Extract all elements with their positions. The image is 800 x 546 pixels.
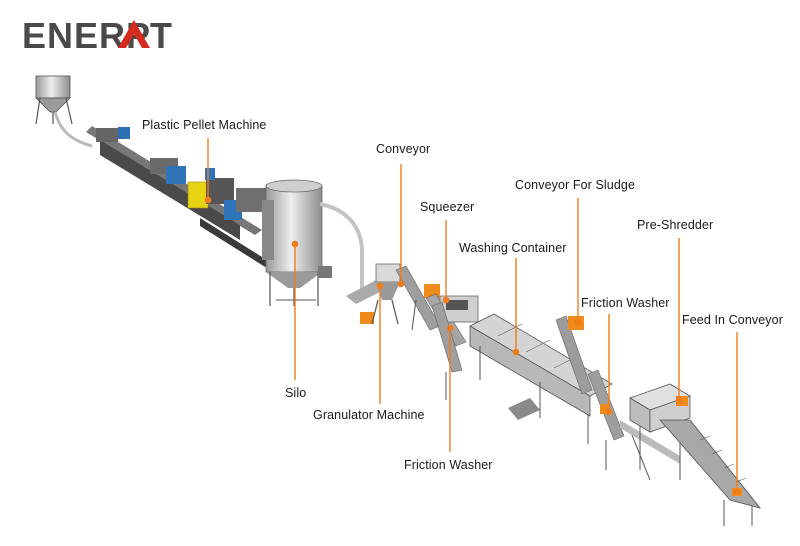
enerpat-logo: ENERP T [22,15,172,56]
label-friction-washer-top: Friction Washer [581,296,670,310]
logo-accent-a [118,20,150,48]
friction-washer-right [587,369,680,481]
granulator [346,263,401,325]
label-conveyor: Conveyor [376,142,431,156]
pre-shredder [629,383,691,480]
pellet-machine-line [86,126,270,270]
pellet-silo [35,75,93,148]
main-silo [262,179,364,306]
feed-in-conveyor [659,419,762,526]
label-silo: Silo [285,386,307,400]
friction-washer-mid [431,301,463,400]
label-granulator-machine: Granulator Machine [313,408,425,422]
label-conveyor-for-sludge: Conveyor For Sludge [515,178,636,192]
label-pre-shredder: Pre-Shredder [637,218,714,232]
label-feed-in-conveyor: Feed In Conveyor [682,313,783,327]
svg-text:T: T [150,15,172,56]
label-squeezer: Squeezer [420,200,475,214]
label-washing-container: Washing Container [459,241,567,255]
label-friction-washer-bottom: Friction Washer [404,458,493,472]
leader-lines [204,138,741,496]
label-plastic-pellet-machine: Plastic Pellet Machine [142,118,267,132]
